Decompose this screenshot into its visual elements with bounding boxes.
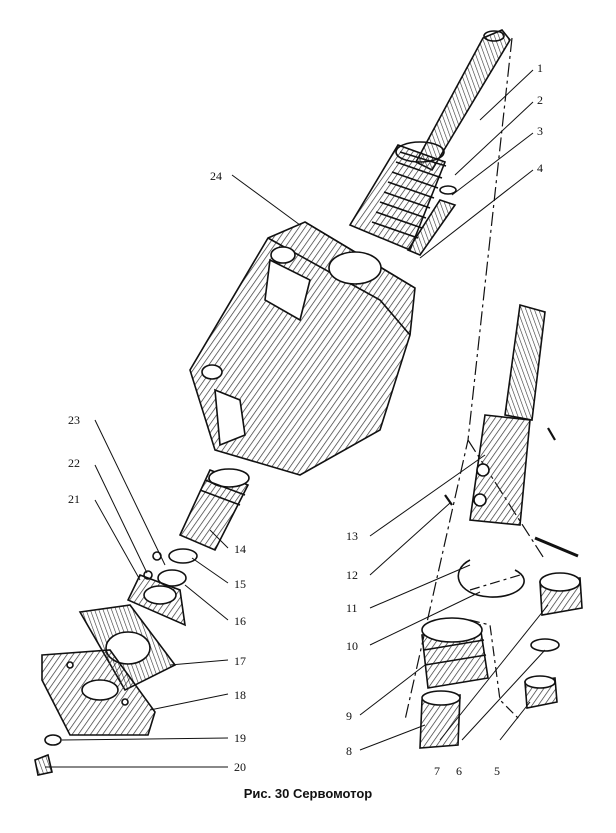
callout-8: 8 <box>346 744 352 758</box>
callout-11: 11 <box>346 601 358 615</box>
callout-9: 9 <box>346 709 352 723</box>
roller <box>524 675 558 709</box>
callout-20: 20 <box>234 760 246 774</box>
bushing <box>539 572 583 616</box>
callout-16: 16 <box>234 614 246 628</box>
small-pin <box>143 570 153 580</box>
pin <box>444 494 453 506</box>
callout-19: 19 <box>234 731 246 745</box>
pin <box>547 427 556 441</box>
callout-22: 22 <box>68 456 80 470</box>
callout-1: 1 <box>537 61 543 75</box>
callout-4: 4 <box>537 161 543 175</box>
small-ring <box>439 185 457 195</box>
callout-18: 18 <box>234 688 246 702</box>
washer <box>530 638 560 652</box>
cover-plate <box>41 649 156 736</box>
leader-lines <box>45 69 549 768</box>
callout-14: 14 <box>234 542 246 556</box>
callout-5: 5 <box>494 764 500 778</box>
callout-10: 10 <box>346 639 358 653</box>
lever-arm <box>469 303 546 526</box>
key-pin <box>406 199 457 256</box>
callout-3: 3 <box>537 124 543 138</box>
sleeve <box>178 468 250 552</box>
assembly-axis-line <box>469 619 521 721</box>
assembly-axis-line <box>469 574 521 591</box>
retaining-ring <box>157 569 187 587</box>
callout-2: 2 <box>537 93 543 107</box>
callout-15: 15 <box>234 577 246 591</box>
callout-13: 13 <box>346 529 358 543</box>
figure-caption: Рис. 30 Сервомотор <box>243 786 373 801</box>
bolt <box>34 753 53 776</box>
grooved-collar <box>421 617 489 689</box>
callout-21: 21 <box>68 492 80 506</box>
callout-7: 7 <box>434 764 440 778</box>
gasket <box>78 604 177 692</box>
callout-labels: 1 2 3 4 5 6 7 8 9 10 11 12 13 14 15 16 1… <box>68 61 543 778</box>
assembly-axis-line <box>467 439 546 561</box>
circlip <box>457 559 525 598</box>
callout-24: 24 <box>210 169 222 183</box>
callout-17: 17 <box>234 654 246 668</box>
callout-6: 6 <box>456 764 462 778</box>
lock-washer <box>44 734 62 746</box>
plain-bushing <box>419 690 461 749</box>
spring-pin <box>534 536 579 558</box>
cylinder-housing <box>189 221 416 476</box>
callout-23: 23 <box>68 413 80 427</box>
flange-washer <box>126 573 186 627</box>
o-ring <box>168 548 198 564</box>
piston-rod <box>414 29 511 172</box>
callout-12: 12 <box>346 568 358 582</box>
